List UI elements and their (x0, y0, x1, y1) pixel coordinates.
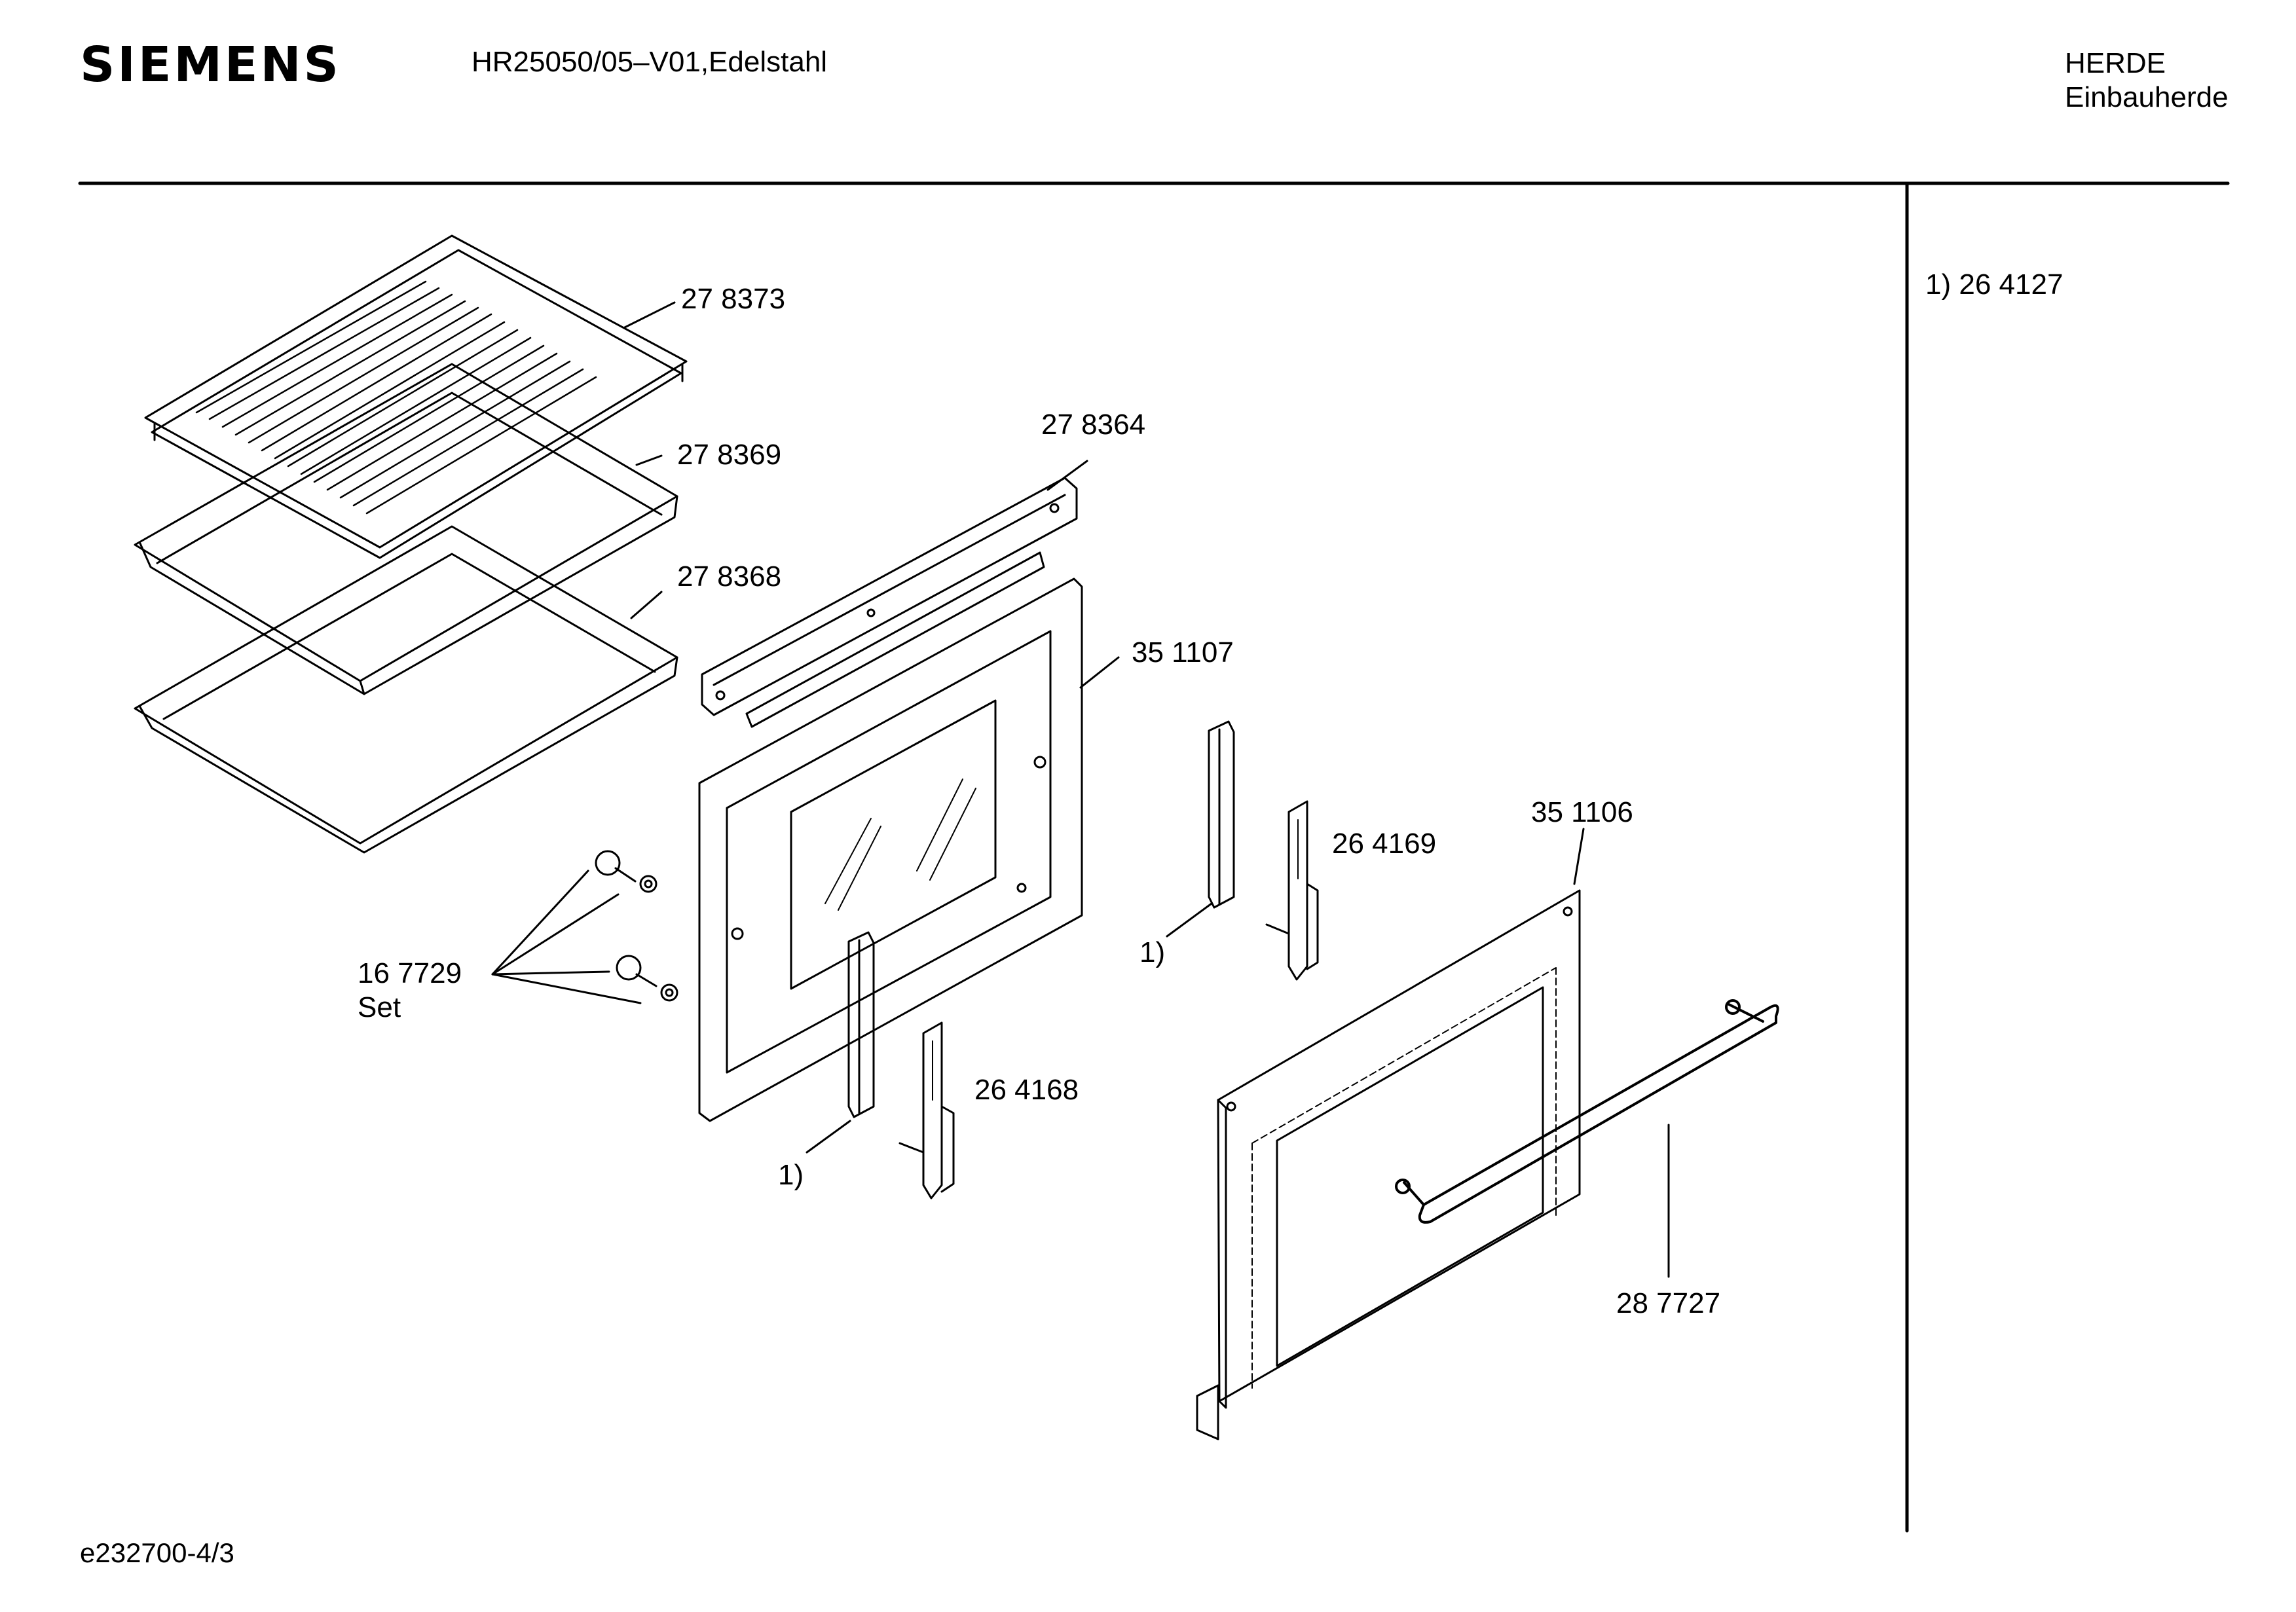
label-inner-door-frame: 35 1107 (1132, 636, 1234, 669)
label-door-profile: 27 8364 (1041, 409, 1146, 441)
side-note: 1) 26 4127 (1925, 268, 2063, 301)
baking-tray-flat (134, 525, 678, 854)
label-hinge-left: 26 4168 (974, 1074, 1079, 1106)
hinge-left (898, 1021, 955, 1200)
category-label: HERDE (2065, 47, 2166, 79)
label-tray-deep: 27 8369 (677, 439, 782, 471)
baking-tray-deep (134, 363, 678, 695)
outer-door (1196, 889, 1581, 1440)
label-rack: 27 8373 (681, 283, 786, 315)
leader-lines (491, 301, 1670, 1278)
hinge-cover-right (1208, 720, 1235, 909)
side-note-marker: 1) (1925, 268, 1952, 301)
label-hinge-cover-left: 1) (778, 1159, 804, 1191)
label-outer-door: 35 1106 (1531, 796, 1633, 828)
wire-rack (144, 234, 688, 559)
label-screw-set-note: Set (358, 991, 401, 1023)
model-number: HR25050/05–V01,Edelstahl (472, 46, 828, 78)
label-screw-set: 16 7729 (358, 957, 462, 989)
side-note-part: 26 4127 (1959, 268, 2064, 301)
brand-logo: SIEMENS (80, 37, 341, 93)
label-hinge-right: 26 4169 (1332, 828, 1437, 860)
inner-door-frame (698, 551, 1083, 1122)
label-tray-flat: 27 8368 (677, 560, 782, 593)
label-hinge-cover-right: 1) (1139, 936, 1166, 968)
screw-set (595, 850, 678, 1002)
subcategory-label: Einbauherde (2065, 81, 2229, 113)
hinge-right (1265, 800, 1319, 981)
label-handle: 28 7727 (1616, 1287, 1721, 1319)
door-handle (1395, 999, 1779, 1224)
hinge-cover-left (847, 931, 875, 1118)
drawing-id: e232700-4/3 (80, 1537, 234, 1568)
